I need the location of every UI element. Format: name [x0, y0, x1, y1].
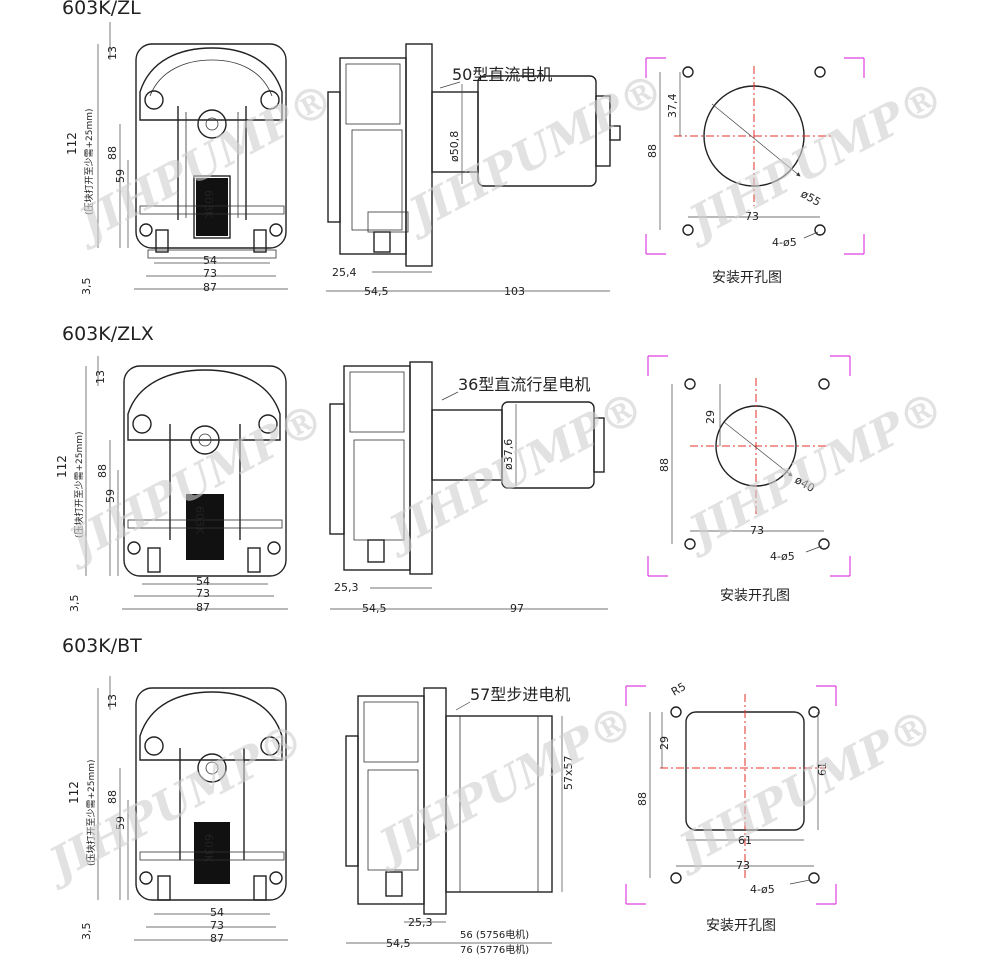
svg-text:112: 112 [67, 781, 81, 804]
svg-text:88: 88 [96, 464, 109, 478]
mount-diagram: 29 88 ø40 73 4-ø5 安装开孔图 [647, 355, 851, 604]
side-dimensions: ø50,8 25,4 54,5 103 [326, 84, 610, 298]
svg-text:56 (5756电机): 56 (5756电机) [460, 928, 529, 941]
front-dimensions: 13 112 (压块打开至少需+25mm) 88 59 54 73 87 3,5 [65, 22, 288, 295]
pump-label: 603K [202, 190, 215, 219]
motor-label: 36型直流行星电机 [458, 375, 590, 394]
svg-text:13: 13 [106, 694, 119, 708]
svg-text:61: 61 [816, 762, 829, 776]
section-title: 603K/BT [62, 635, 142, 657]
svg-text:88: 88 [106, 146, 119, 160]
front-view: 603K [123, 365, 287, 577]
mount-diagram: R5 29 88 61 61 73 4-ø5 安装开孔图 [625, 680, 837, 934]
side-dimensions: 57x57 25,3 54,5 56 (5756电机) 76 (5776电机) [346, 716, 575, 956]
svg-text:87: 87 [210, 932, 224, 945]
svg-text:54,5: 54,5 [364, 285, 389, 298]
watermarks: JIHPUMP® JIHPUMP® JIHPUMP® JIHPUMP® JIHP… [35, 63, 953, 893]
section-bt: 603K/BT 603K 13 112 (压块打开至少需+25mm) 88 [62, 635, 837, 956]
svg-text:112: 112 [65, 132, 79, 155]
svg-text:25,3: 25,3 [408, 916, 433, 929]
front-view: 603K [135, 43, 287, 259]
svg-text:13: 13 [106, 46, 119, 60]
svg-text:88: 88 [658, 458, 671, 472]
svg-text:4-ø5: 4-ø5 [770, 550, 795, 563]
side-view [327, 43, 621, 267]
svg-text:57x57: 57x57 [562, 755, 575, 790]
svg-text:54: 54 [196, 575, 210, 588]
watermark: JIHPUMP® [375, 381, 653, 561]
svg-text:87: 87 [203, 281, 217, 294]
svg-text:25,4: 25,4 [332, 266, 357, 279]
svg-text:4-ø5: 4-ø5 [750, 883, 775, 896]
side-view [345, 687, 553, 915]
side-view [329, 361, 605, 575]
svg-text:37,4: 37,4 [666, 94, 679, 119]
svg-text:59: 59 [104, 489, 117, 503]
svg-text:73: 73 [736, 859, 750, 872]
svg-text:29: 29 [704, 410, 717, 424]
svg-text:54: 54 [210, 906, 224, 919]
svg-text:ø37,6: ø37,6 [502, 439, 515, 470]
svg-text:88: 88 [106, 790, 119, 804]
svg-text:ø50,8: ø50,8 [448, 131, 461, 162]
pump-label: 603K [202, 834, 215, 863]
svg-text:61: 61 [738, 834, 752, 847]
section-zl: 603K/ZL 603K 13 112 [62, 0, 865, 298]
svg-text:88: 88 [646, 144, 659, 158]
svg-text:88: 88 [636, 792, 649, 806]
svg-text:(压块打开至少需+25mm): (压块打开至少需+25mm) [85, 759, 97, 866]
watermark: JIHPUMP® [365, 695, 643, 875]
svg-text:54,5: 54,5 [386, 937, 411, 950]
svg-text:73: 73 [196, 587, 210, 600]
svg-text:(压块打开至少需+25mm): (压块打开至少需+25mm) [83, 108, 95, 215]
svg-text:103: 103 [504, 285, 525, 298]
svg-text:87: 87 [196, 601, 210, 614]
mount-caption: 安装开孔图 [706, 918, 776, 934]
svg-text:29: 29 [658, 736, 671, 750]
front-dimensions: 13 112 (压块打开至少需+25mm) 88 59 54 73 87 3,5 [55, 356, 288, 614]
motor-label: 50型直流电机 [452, 65, 552, 84]
svg-text:(压块打开至少需+25mm): (压块打开至少需+25mm) [73, 431, 85, 538]
svg-text:73: 73 [203, 267, 217, 280]
svg-text:59: 59 [114, 816, 127, 830]
watermark: JIHPUMP® [675, 381, 953, 561]
section-title: 603K/ZLX [62, 323, 154, 345]
side-dimensions: ø37,6 25,3 54,5 97 [330, 404, 608, 615]
svg-text:4-ø5: 4-ø5 [772, 236, 797, 249]
svg-text:59: 59 [114, 169, 127, 183]
svg-text:112: 112 [55, 455, 69, 478]
svg-text:73: 73 [745, 210, 759, 223]
svg-text:3,5: 3,5 [80, 278, 93, 296]
mount-caption: 安装开孔图 [712, 270, 782, 286]
front-dimensions: 13 112 (压块打开至少需+25mm) 88 59 54 73 87 3,5 [67, 676, 288, 945]
svg-text:3,5: 3,5 [80, 923, 93, 941]
motor-label: 57型步进电机 [470, 685, 570, 704]
svg-text:25,3: 25,3 [334, 581, 359, 594]
mount-caption: 安装开孔图 [720, 588, 790, 604]
watermark: JIHPUMP® [395, 63, 673, 243]
watermark: JIHPUMP® [675, 71, 953, 251]
section-zlx: 603K/ZLX 603K 13 112 (压块打开至少需+25mm) 88 [55, 323, 851, 615]
svg-text:54,5: 54,5 [362, 602, 387, 615]
svg-text:R5: R5 [669, 680, 688, 699]
svg-text:13: 13 [94, 370, 107, 384]
front-view: 603K [135, 687, 287, 901]
svg-text:73: 73 [210, 919, 224, 932]
svg-text:76 (5776电机): 76 (5776电机) [460, 943, 529, 956]
svg-text:54: 54 [203, 254, 217, 267]
mount-diagram: 37,4 88 ø55 73 4-ø5 安装开孔图 [645, 57, 865, 286]
section-title: 603K/ZL [62, 0, 141, 19]
svg-text:3,5: 3,5 [68, 595, 81, 613]
svg-text:97: 97 [510, 602, 524, 615]
svg-text:73: 73 [750, 524, 764, 537]
